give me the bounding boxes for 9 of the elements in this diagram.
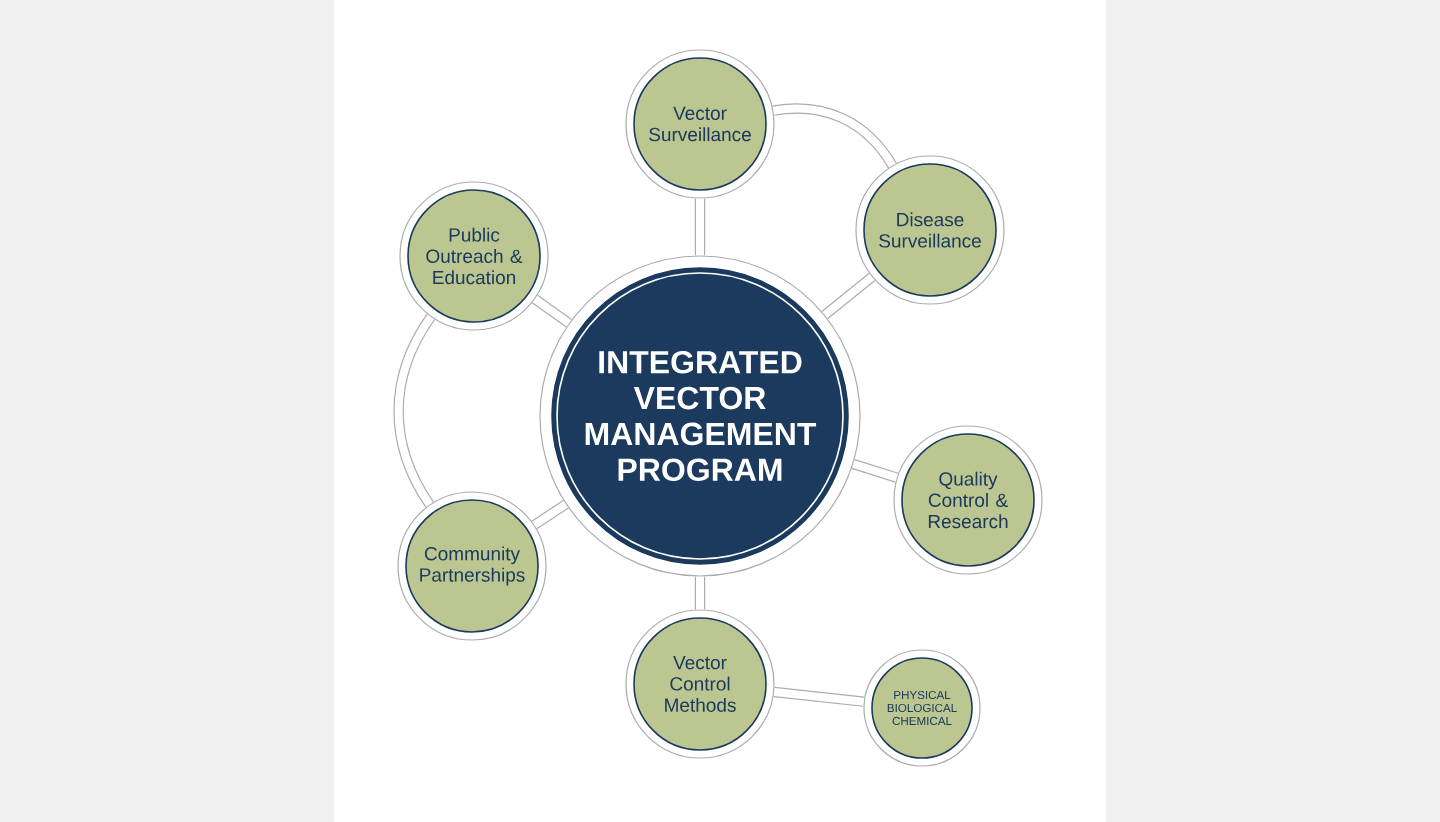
connector-line (773, 686, 865, 707)
connector-line (851, 459, 899, 483)
connector-line (393, 314, 436, 508)
connector-line (821, 272, 876, 320)
connector-line (531, 294, 572, 328)
connector-line (531, 499, 569, 530)
connector-line (694, 576, 706, 610)
connector-line (772, 103, 897, 169)
connector-line (694, 198, 706, 256)
